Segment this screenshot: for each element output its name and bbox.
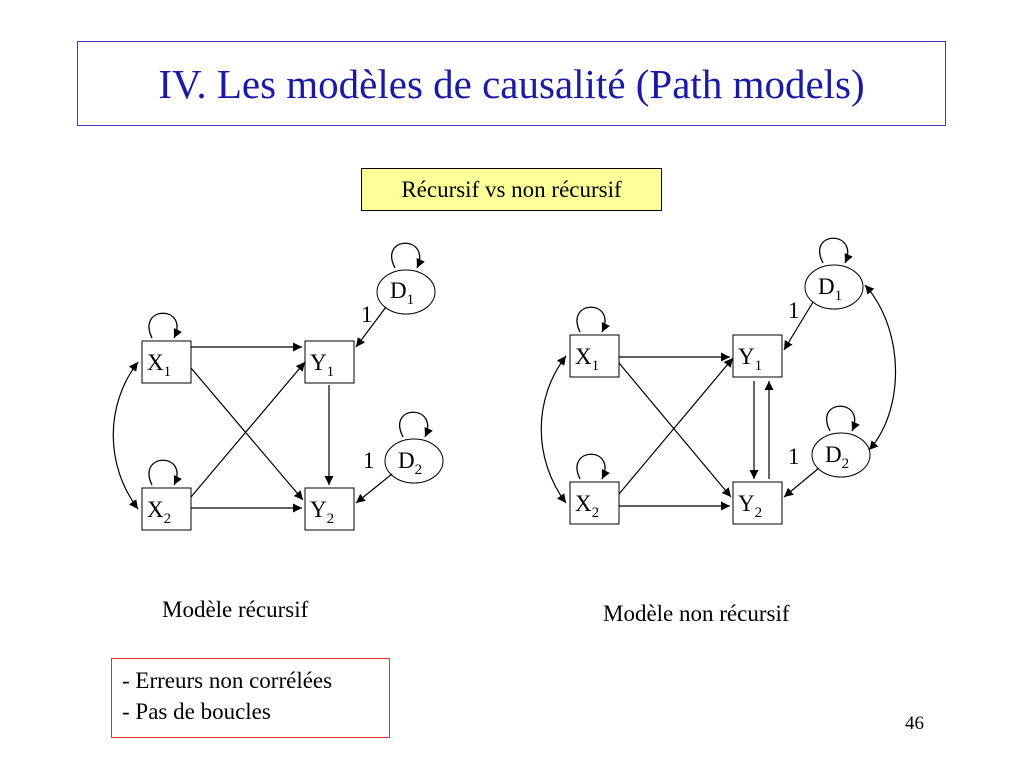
- note-item: - Pas de boucles: [122, 699, 271, 724]
- recursive-caption: Modèle récursif: [162, 597, 309, 622]
- svg-text:Y1: Y1: [310, 350, 334, 380]
- covariance-x1-x2: [112, 361, 139, 510]
- path-x2-y1: [190, 361, 306, 498]
- svg-text:X2: X2: [575, 491, 599, 521]
- notes-box: - Erreurs non corrélées - Pas de boucles: [111, 658, 390, 738]
- node-y2: Y2: [304, 487, 355, 531]
- node-d1: D1: [804, 264, 864, 310]
- node-d1: D1: [376, 269, 436, 315]
- svg-text:X1: X1: [575, 344, 599, 374]
- variance-loop-x2: [576, 453, 610, 480]
- path-label-d1: 1: [361, 302, 373, 327]
- svg-text:Y2: Y2: [310, 497, 334, 527]
- non-recursive-diagram: X1 X2 Y1 Y2 D1 D2: [540, 237, 897, 525]
- svg-text:D1: D1: [818, 274, 842, 304]
- node-d2: D2: [811, 432, 871, 478]
- variance-loop-x2: [148, 459, 182, 486]
- node-y2: Y2: [732, 481, 783, 525]
- node-y1: Y1: [304, 340, 355, 384]
- path-label-d2: 1: [788, 444, 800, 469]
- variance-loop-x1: [576, 306, 610, 333]
- node-x2: X2: [141, 487, 192, 531]
- covariance-d1-d2: [864, 284, 897, 451]
- recursive-diagram: X1 X2 Y1 Y2 D1 D2: [112, 242, 444, 531]
- node-y1: Y1: [732, 334, 783, 378]
- non-recursive-caption: Modèle non récursif: [603, 601, 790, 626]
- svg-text:X2: X2: [147, 497, 171, 527]
- path-label-d2: 1: [363, 448, 375, 473]
- node-x1: X1: [141, 340, 192, 384]
- svg-text:D1: D1: [390, 278, 414, 308]
- variance-loop-d2: [399, 411, 433, 438]
- variance-loop-x1: [148, 312, 182, 339]
- svg-text:X1: X1: [147, 350, 171, 380]
- path-x1-y2: [618, 362, 732, 498]
- note-item: - Erreurs non corrélées: [122, 668, 333, 693]
- slide-title: IV. Les modèles de causalité (Path model…: [158, 60, 865, 107]
- node-x2: X2: [569, 481, 620, 525]
- variance-loop-d1: [819, 237, 853, 264]
- variance-loop-d2: [826, 405, 860, 432]
- svg-text:D2: D2: [825, 442, 849, 472]
- path-d2-y2: [355, 473, 393, 504]
- page-number: 46: [905, 713, 924, 734]
- path-d2-y2: [783, 467, 820, 498]
- node-d2: D2: [384, 438, 444, 484]
- subtitle-box: Récursif vs non récursif: [361, 168, 662, 211]
- svg-text:Y2: Y2: [738, 491, 762, 521]
- title-box: IV. Les modèles de causalité (Path model…: [77, 41, 946, 126]
- svg-text:Y1: Y1: [738, 344, 762, 374]
- subtitle-label: Récursif vs non récursif: [401, 176, 622, 202]
- covariance-x1-x2: [540, 355, 567, 504]
- node-x1: X1: [569, 334, 620, 378]
- svg-text:D2: D2: [398, 448, 422, 478]
- variance-loop-d1: [391, 242, 425, 269]
- path-x1-y2: [190, 367, 304, 501]
- path-x2-y1: [618, 357, 734, 495]
- path-d1-y1: [783, 301, 814, 351]
- path-d1-y1: [355, 306, 387, 348]
- path-label-d1: 1: [788, 298, 800, 323]
